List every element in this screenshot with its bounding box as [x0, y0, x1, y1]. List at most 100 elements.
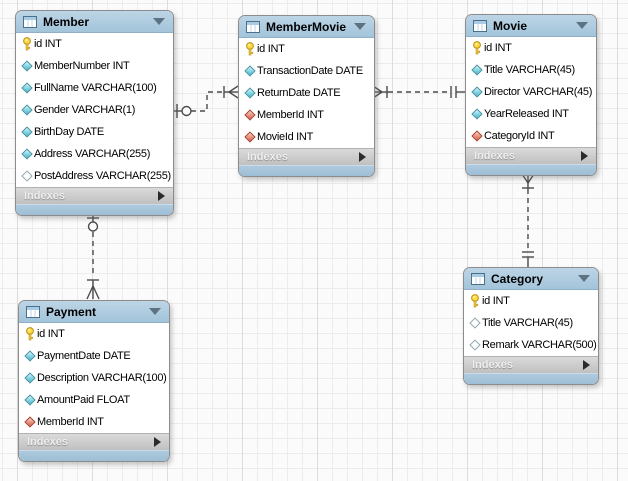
column-row[interactable]: Description VARCHAR(100): [19, 367, 169, 389]
column-row[interactable]: id INT: [239, 38, 374, 60]
table-header[interactable]: MemberMovie: [239, 16, 374, 38]
column-row[interactable]: FullName VARCHAR(100): [16, 77, 173, 99]
column-list: id INT TransactionDate DATE ReturnDate DAT…: [239, 38, 374, 148]
primary-key-icon: [243, 42, 257, 56]
table-header[interactable]: Payment: [19, 301, 169, 323]
column-row[interactable]: Title VARCHAR(45): [466, 59, 596, 81]
foreign-key-diamond-icon: [243, 109, 257, 121]
column-row[interactable]: id INT: [16, 33, 173, 55]
column-label: ReturnDate DATE: [257, 87, 341, 99]
collapse-triangle-icon[interactable]: [149, 308, 161, 315]
column-row[interactable]: BirthDay DATE: [16, 121, 173, 143]
collapse-triangle-icon[interactable]: [578, 275, 590, 282]
table-header[interactable]: Member: [16, 11, 173, 33]
column-row[interactable]: id INT: [466, 37, 596, 59]
table-footer: [16, 204, 173, 215]
primary-key-icon: [468, 294, 482, 308]
not-null-diamond-icon: [20, 148, 34, 160]
relationship-movie-category[interactable]: [521, 173, 535, 267]
not-null-diamond-icon: [470, 86, 484, 98]
column-label: Title VARCHAR(45): [482, 317, 573, 329]
nullable-diamond-icon: [468, 339, 482, 351]
column-row[interactable]: MemberId INT: [239, 104, 374, 126]
column-row[interactable]: Address VARCHAR(255): [16, 143, 173, 165]
column-label: FullName VARCHAR(100): [34, 82, 157, 94]
collapse-triangle-icon[interactable]: [354, 23, 366, 30]
column-row[interactable]: MovieId INT: [239, 126, 374, 148]
indexes-row[interactable]: Indexes: [239, 148, 374, 165]
not-null-diamond-icon: [470, 64, 484, 76]
column-label: id INT: [34, 38, 62, 50]
table-footer: [19, 450, 169, 461]
column-row[interactable]: CategoryId INT: [466, 125, 596, 147]
table-membermovie[interactable]: MemberMovie id INT TransactionDate DATE Re…: [238, 15, 375, 177]
table-title: Movie: [493, 18, 528, 33]
column-list: id INT MemberNumber INT FullName VARCHAR(1…: [16, 33, 173, 187]
relationship-membermovie-movie[interactable]: [372, 85, 465, 99]
table-title: Category: [491, 271, 544, 286]
table-icon: [471, 272, 485, 285]
table-header[interactable]: Category: [464, 268, 598, 290]
table-footer: [239, 165, 374, 176]
column-list: id INT PaymentDate DATE Description VARCHA…: [19, 323, 169, 433]
table-icon: [23, 15, 37, 28]
column-label: AmountPaid FLOAT: [37, 394, 130, 406]
table-movie[interactable]: Movie id INT Title VARCHAR(45) Director VA…: [465, 14, 597, 176]
column-row[interactable]: Remark VARCHAR(500): [464, 334, 598, 356]
table-icon: [473, 19, 487, 32]
indexes-row[interactable]: Indexes: [466, 147, 596, 164]
column-label: CategoryId INT: [484, 130, 555, 142]
primary-key-icon: [470, 41, 484, 55]
column-row[interactable]: YearReleased INT: [466, 103, 596, 125]
column-label: Address VARCHAR(255): [34, 148, 151, 160]
indexes-row[interactable]: Indexes: [16, 187, 173, 204]
column-row[interactable]: PaymentDate DATE: [19, 345, 169, 367]
column-label: Director VARCHAR(45): [484, 86, 593, 98]
column-list: id INT Title VARCHAR(45) Remark VARCHAR(50…: [464, 290, 598, 356]
not-null-diamond-icon: [20, 126, 34, 138]
not-null-diamond-icon: [20, 60, 34, 72]
column-label: PaymentDate DATE: [37, 350, 131, 362]
column-row[interactable]: Title VARCHAR(45): [464, 312, 598, 334]
column-row[interactable]: id INT: [464, 290, 598, 312]
foreign-key-diamond-icon: [470, 130, 484, 142]
indexes-label: Indexes: [472, 359, 513, 371]
column-row[interactable]: ReturnDate DATE: [239, 82, 374, 104]
column-label: BirthDay DATE: [34, 126, 104, 138]
not-null-diamond-icon: [20, 82, 34, 94]
expand-arrow-icon: [583, 360, 590, 370]
column-row[interactable]: AmountPaid FLOAT: [19, 389, 169, 411]
not-null-diamond-icon: [23, 394, 37, 406]
table-footer: [466, 164, 596, 175]
column-label: MemberNumber INT: [34, 60, 130, 72]
relationship-member-membermovie[interactable]: [172, 85, 239, 118]
collapse-triangle-icon[interactable]: [576, 22, 588, 29]
table-icon: [26, 305, 40, 318]
column-row[interactable]: Gender VARCHAR(1): [16, 99, 173, 121]
column-label: Description VARCHAR(100): [37, 372, 167, 384]
expand-arrow-icon: [581, 151, 588, 161]
column-row[interactable]: MemberId INT: [19, 411, 169, 433]
relationship-member-payment[interactable]: [86, 213, 100, 300]
indexes-row[interactable]: Indexes: [19, 433, 169, 450]
expand-arrow-icon: [154, 437, 161, 447]
column-row[interactable]: TransactionDate DATE: [239, 60, 374, 82]
column-label: MovieId INT: [257, 131, 313, 143]
table-payment[interactable]: Payment id INT PaymentDate DATE Descriptio…: [18, 300, 170, 462]
column-row[interactable]: Director VARCHAR(45): [466, 81, 596, 103]
not-null-diamond-icon: [23, 372, 37, 384]
table-header[interactable]: Movie: [466, 15, 596, 37]
indexes-row[interactable]: Indexes: [464, 356, 598, 373]
nullable-diamond-icon: [20, 170, 34, 182]
table-member[interactable]: Member id INT MemberNumber INT FullName VA…: [15, 10, 174, 216]
table-category[interactable]: Category id INT Title VARCHAR(45) Remark V…: [463, 267, 599, 385]
column-label: TransactionDate DATE: [257, 65, 363, 77]
column-row[interactable]: MemberNumber INT: [16, 55, 173, 77]
not-null-diamond-icon: [23, 350, 37, 362]
column-label: id INT: [484, 42, 512, 54]
column-label: YearReleased INT: [484, 108, 569, 120]
nullable-diamond-icon: [468, 317, 482, 329]
column-row[interactable]: PostAddress VARCHAR(255): [16, 165, 173, 187]
column-row[interactable]: id INT: [19, 323, 169, 345]
collapse-triangle-icon[interactable]: [153, 18, 165, 25]
